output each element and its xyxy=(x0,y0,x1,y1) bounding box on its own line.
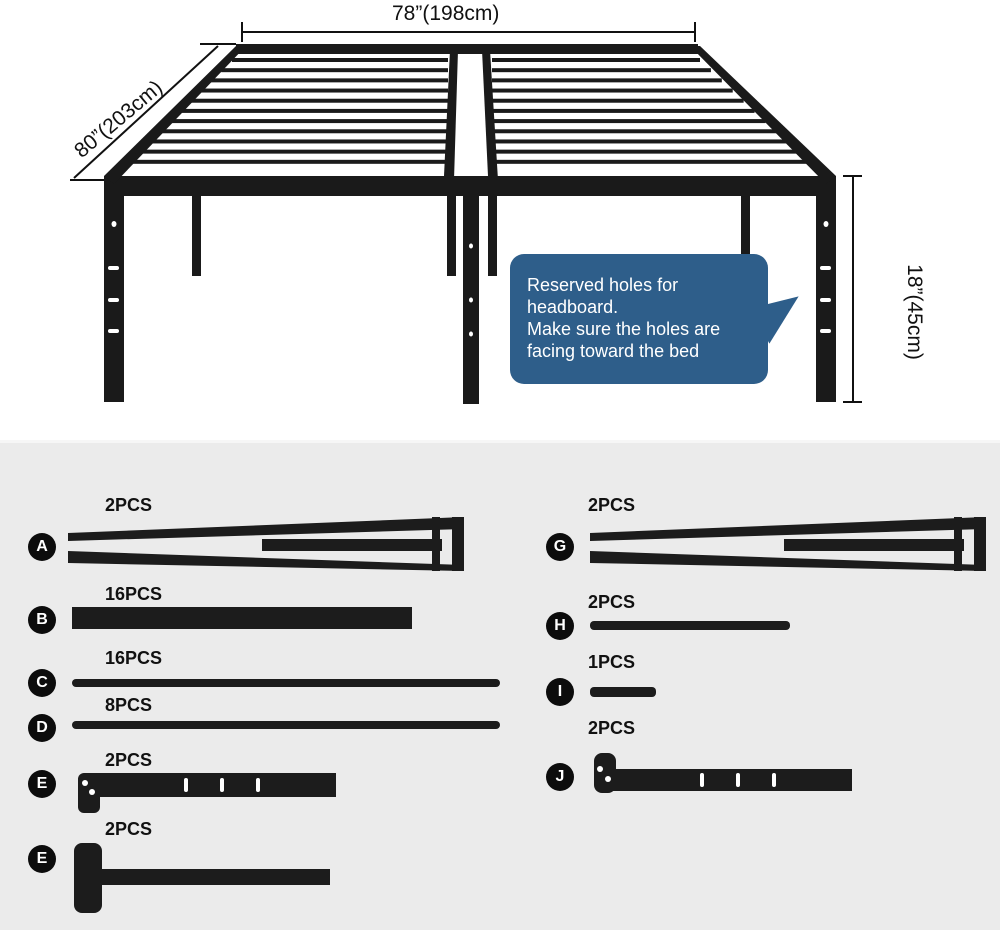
part-c-badge: C xyxy=(28,669,56,697)
bed-slat xyxy=(492,68,711,73)
callout-line: Reserved holes for xyxy=(527,275,679,295)
bed-slat xyxy=(232,58,448,62)
bed-slat xyxy=(199,88,448,93)
bed-slat xyxy=(492,159,810,164)
headboard-holes-callout: Reserved holes for headboard. Make sure … xyxy=(510,254,768,384)
part-i-quantity: 1PCS xyxy=(588,652,636,672)
part-a-quantity: 2PCS xyxy=(105,495,153,515)
part-g-quantity: 2PCS xyxy=(588,495,636,515)
bed-slat xyxy=(492,139,788,144)
bed-slat xyxy=(167,119,449,124)
part-d-quantity: 8PCS xyxy=(105,695,153,715)
bed-slat xyxy=(156,129,448,134)
part-i-badge: I xyxy=(546,678,574,706)
callout-line: headboard. xyxy=(527,297,619,317)
parts-illustrations xyxy=(68,517,986,913)
width-dimension-label: 78”(198cm) xyxy=(392,2,500,25)
bed-slat xyxy=(210,78,448,83)
part-g-badge: G xyxy=(546,533,574,561)
bed-slat xyxy=(492,108,755,113)
part-b-badge: B xyxy=(28,606,56,634)
part-e-quantity: 2PCS xyxy=(105,750,153,770)
bed-slat xyxy=(189,98,448,103)
height-dimension-label: 18”(45cm) xyxy=(902,264,926,360)
part-a-badge: A xyxy=(28,533,56,561)
bed-slat xyxy=(492,119,766,124)
part-c-quantity: 16PCS xyxy=(105,648,163,668)
part-e2-quantity: 2PCS xyxy=(105,819,153,839)
part-h-badge: H xyxy=(546,612,574,640)
bed-slat xyxy=(178,108,448,113)
bed-slat xyxy=(146,139,448,144)
bed-slat xyxy=(492,98,744,103)
part-d-badge: D xyxy=(28,714,56,742)
parts-list: 2PCS A 16PCS B 16PCS C 8PCS D 2PCS E 2PC… xyxy=(0,440,1000,930)
bed-slat xyxy=(492,58,700,62)
bed-slat xyxy=(492,88,733,93)
bed-slat xyxy=(492,78,722,83)
part-b-quantity: 16PCS xyxy=(105,584,163,604)
bed-frame-illustration xyxy=(70,22,862,404)
bed-slat xyxy=(492,129,777,134)
bed-slat xyxy=(135,149,449,154)
callout-line: Make sure the holes are xyxy=(527,319,721,339)
bed-slat xyxy=(124,159,449,164)
callout-line: facing toward the bed xyxy=(527,341,700,361)
bed-slat xyxy=(492,149,799,154)
part-h-quantity: 2PCS xyxy=(588,592,636,612)
part-j-badge: J xyxy=(546,763,574,791)
bed-frame-diagram: 78”(198cm) 80”(203cm) 18”(45cm) Reserved… xyxy=(0,0,1000,440)
part-e-badge: E xyxy=(28,770,56,798)
bed-slat xyxy=(221,68,448,73)
part-e2-badge: E xyxy=(28,845,56,873)
part-j-quantity: 2PCS xyxy=(588,718,636,738)
